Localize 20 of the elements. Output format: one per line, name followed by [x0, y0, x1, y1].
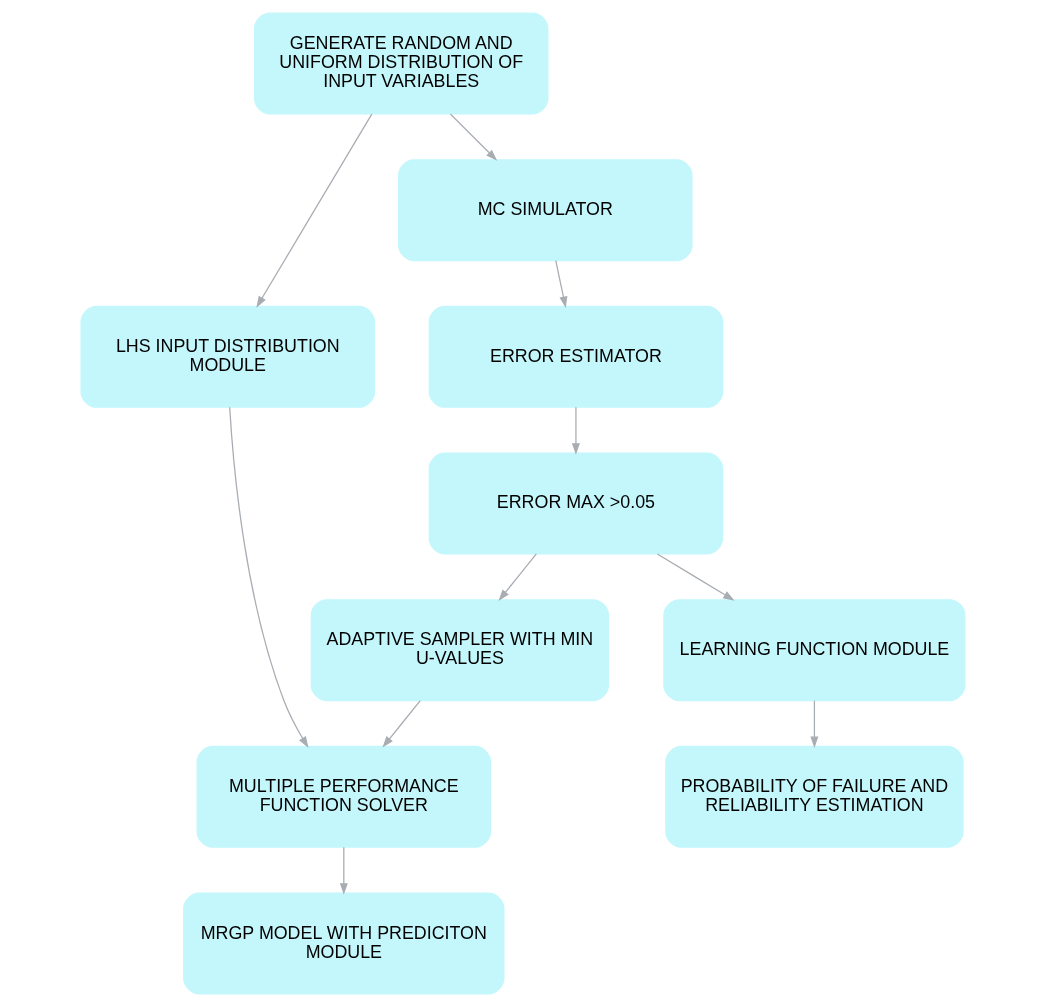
arrow — [449, 113, 498, 161]
arrow — [339, 846, 348, 895]
arrow — [382, 700, 421, 748]
node-box: GENERATE RANDOM AND UNIFORM DISTRIBUTION OF INPUT VARIABLES — [253, 12, 549, 115]
node-box: LEARNING FUNCTION MODULE — [663, 599, 966, 702]
arrow — [810, 700, 819, 749]
node-box: MRGP MODEL WITH PREDICITON MODULE — [183, 892, 505, 995]
node-box: MC SIMULATOR — [398, 159, 693, 262]
arrow — [555, 260, 568, 308]
node-box: ADAPTIVE SAMPLER WITH MIN U-VALUES — [310, 599, 610, 702]
arrow — [256, 113, 373, 308]
arrow — [571, 406, 580, 455]
arrow — [498, 553, 537, 601]
node-box: ERROR MAX >0.05 — [428, 452, 724, 555]
node-box: PROBABILITY OF FAILURE AND RELIABILITY ESTIMATION — [665, 745, 964, 848]
node-box: MULTIPLE PERFORMANCE FUNCTION SOLVER — [196, 745, 492, 848]
arrow — [229, 406, 309, 748]
node-box: ERROR ESTIMATOR — [428, 305, 724, 408]
arrow — [656, 553, 735, 601]
node-box: LHS INPUT DISTRIBUTION MODULE — [80, 305, 376, 408]
